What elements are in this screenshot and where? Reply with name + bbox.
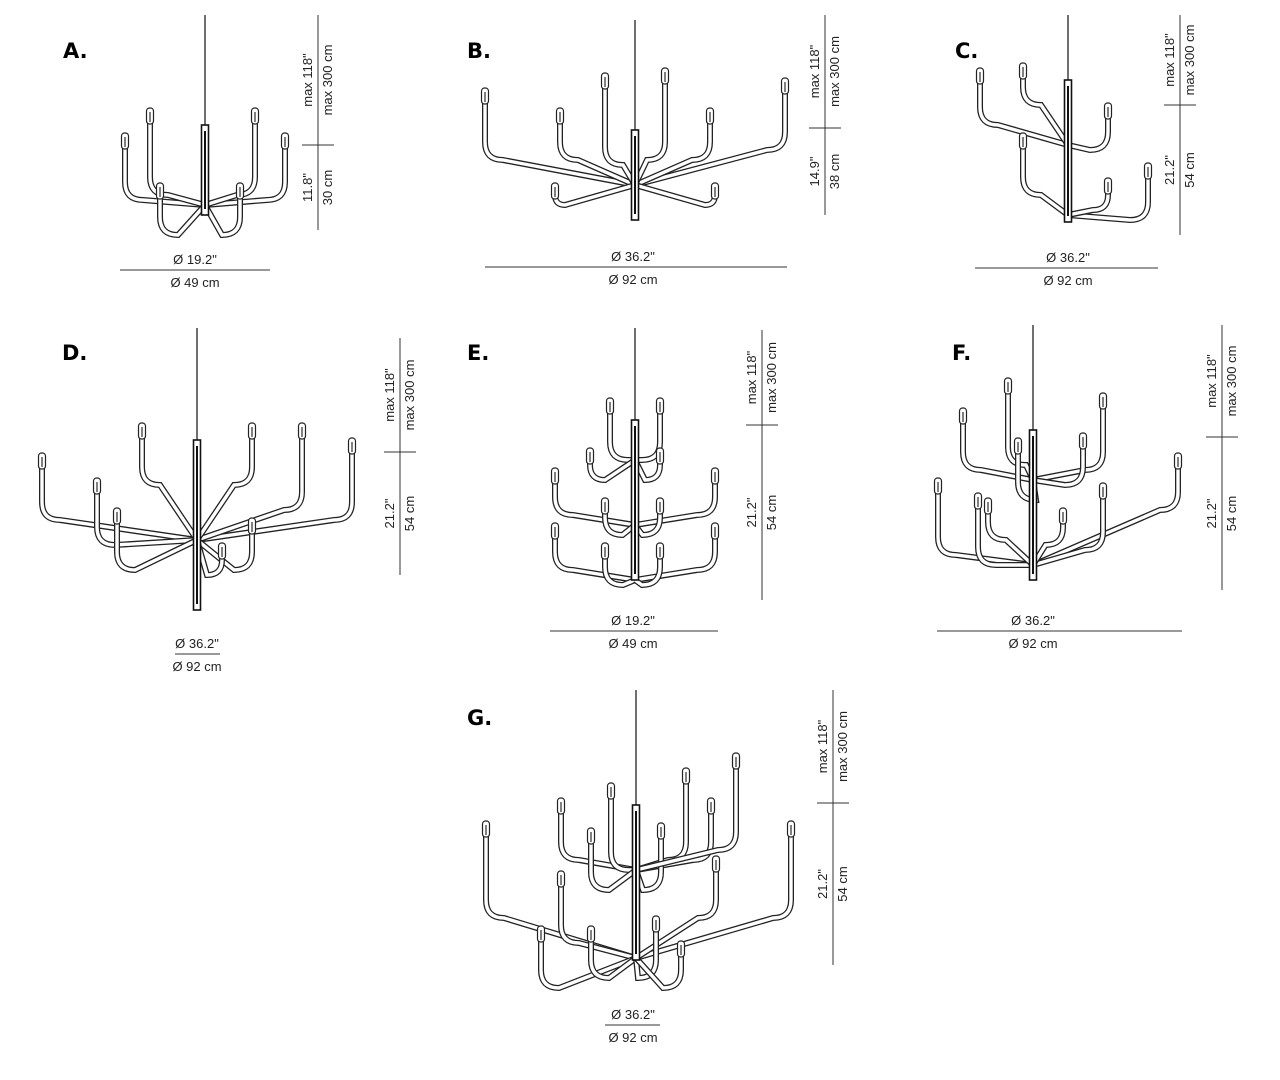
diameter-cm: Ø 49 cm bbox=[170, 275, 219, 290]
variant-label: G. bbox=[467, 706, 492, 730]
diameter-cm: Ø 92 cm bbox=[1008, 636, 1057, 651]
diameter-inches: Ø 36.2" bbox=[1046, 250, 1090, 265]
max-height-inches: max 118" bbox=[744, 350, 759, 404]
diameter-dimension: Ø 19.2" Ø 49 cm bbox=[120, 252, 270, 290]
variant-panel-g: G. max 118" max 300 cm 21.2" 54 cm Ø 36.2" Ø 9… bbox=[467, 690, 850, 1045]
body-height-cm: 30 cm bbox=[320, 170, 335, 205]
max-height-inches: max 118" bbox=[382, 368, 397, 422]
diameter-dimension: Ø 36.2" Ø 92 cm bbox=[937, 613, 1182, 651]
max-height-cm: max 300 cm bbox=[1224, 346, 1239, 417]
chandelier-drawing bbox=[37, 328, 357, 611]
diameter-dimension: Ø 36.2" Ø 92 cm bbox=[485, 249, 787, 287]
height-dimension: max 118" max 300 cm 11.8" 30 cm bbox=[300, 15, 335, 230]
diameter-inches: Ø 19.2" bbox=[173, 252, 217, 267]
variant-panel-b: B. max 118" max 300 cm 14.9" 38 cm Ø 36.2" Ø 9… bbox=[467, 15, 842, 287]
chandelier-drawing bbox=[120, 15, 290, 239]
body-height-inches: 14.9" bbox=[807, 156, 822, 186]
variant-panel-a: A. max 118" max 300 cm 11.8" 30 cm Ø 19.2" Ø 4… bbox=[63, 15, 335, 290]
height-dimension: max 118" max 300 cm 21.2" 54 cm bbox=[1204, 325, 1239, 590]
variant-label: C. bbox=[955, 39, 978, 63]
max-height-inches: max 118" bbox=[1162, 33, 1177, 87]
height-dimension: max 118" max 300 cm 21.2" 54 cm bbox=[744, 330, 779, 600]
body-height-inches: 21.2" bbox=[1204, 498, 1219, 528]
diameter-inches: Ø 36.2" bbox=[175, 636, 219, 651]
variant-label: A. bbox=[63, 39, 88, 63]
diameter-inches: Ø 19.2" bbox=[611, 613, 655, 628]
body-height-inches: 11.8" bbox=[300, 173, 315, 202]
variant-panel-f: F. max 118" max 300 cm 21.2" 54 cm Ø 36.2" Ø 9… bbox=[933, 325, 1239, 651]
diameter-dimension: Ø 36.2" Ø 92 cm bbox=[172, 636, 221, 674]
diameter-inches: Ø 36.2" bbox=[611, 249, 655, 264]
diameter-dimension: Ø 36.2" Ø 92 cm bbox=[605, 1007, 660, 1045]
variant-panel-c: C. max 118" max 300 cm 21.2" 54 cm Ø 36.2" Ø 9… bbox=[955, 15, 1197, 288]
diameter-cm: Ø 92 cm bbox=[608, 1030, 657, 1045]
body-height-cm: 54 cm bbox=[1224, 496, 1239, 531]
max-height-inches: max 118" bbox=[1204, 354, 1219, 408]
max-height-cm: max 300 cm bbox=[835, 711, 850, 782]
max-height-cm: max 300 cm bbox=[320, 45, 335, 116]
body-height-cm: 38 cm bbox=[827, 154, 842, 189]
chandelier-drawing bbox=[550, 328, 720, 589]
variant-panel-d: D. max 118" max 300 cm 21.2" 54 cm Ø 36.2" Ø 9… bbox=[37, 328, 417, 674]
variant-panel-e: E. max 118" max 300 cm 21.2" 54 cm Ø 19.2" Ø 4… bbox=[467, 328, 779, 651]
chandelier-drawing bbox=[933, 325, 1183, 581]
variant-label: E. bbox=[467, 341, 489, 365]
body-height-inches: 21.2" bbox=[815, 869, 830, 899]
body-height-cm: 54 cm bbox=[402, 496, 417, 531]
chandelier-drawing bbox=[975, 15, 1153, 224]
height-dimension: max 118" max 300 cm 21.2" 54 cm bbox=[1162, 15, 1197, 235]
max-height-cm: max 300 cm bbox=[402, 360, 417, 431]
chandelier-drawing bbox=[480, 20, 790, 221]
variant-label: D. bbox=[62, 341, 87, 365]
variant-label: F. bbox=[952, 341, 971, 365]
diameter-inches: Ø 36.2" bbox=[1011, 613, 1055, 628]
diameter-dimension: Ø 36.2" Ø 92 cm bbox=[975, 250, 1158, 288]
height-dimension: max 118" max 300 cm 21.2" 54 cm bbox=[382, 338, 417, 575]
body-height-cm: 54 cm bbox=[835, 866, 850, 901]
body-height-cm: 54 cm bbox=[1182, 152, 1197, 187]
max-height-inches: max 118" bbox=[815, 719, 830, 773]
body-height-inches: 21.2" bbox=[382, 498, 397, 528]
diameter-cm: Ø 49 cm bbox=[608, 636, 657, 651]
max-height-inches: max 118" bbox=[807, 44, 822, 98]
body-height-inches: 21.2" bbox=[1162, 155, 1177, 185]
diameter-inches: Ø 36.2" bbox=[611, 1007, 655, 1022]
height-dimension: max 118" max 300 cm 21.2" 54 cm bbox=[815, 690, 850, 965]
diameter-cm: Ø 92 cm bbox=[1043, 273, 1092, 288]
variant-label: B. bbox=[467, 39, 491, 63]
max-height-cm: max 300 cm bbox=[827, 36, 842, 107]
diameter-dimension: Ø 19.2" Ø 49 cm bbox=[550, 613, 718, 651]
max-height-cm: max 300 cm bbox=[1182, 25, 1197, 96]
diameter-cm: Ø 92 cm bbox=[608, 272, 657, 287]
height-dimension: max 118" max 300 cm 14.9" 38 cm bbox=[807, 15, 842, 215]
chandelier-drawing bbox=[481, 690, 796, 992]
body-height-inches: 21.2" bbox=[744, 497, 759, 527]
body-height-cm: 54 cm bbox=[764, 495, 779, 530]
diameter-cm: Ø 92 cm bbox=[172, 659, 221, 674]
max-height-inches: max 118" bbox=[300, 53, 315, 107]
max-height-cm: max 300 cm bbox=[764, 342, 779, 413]
